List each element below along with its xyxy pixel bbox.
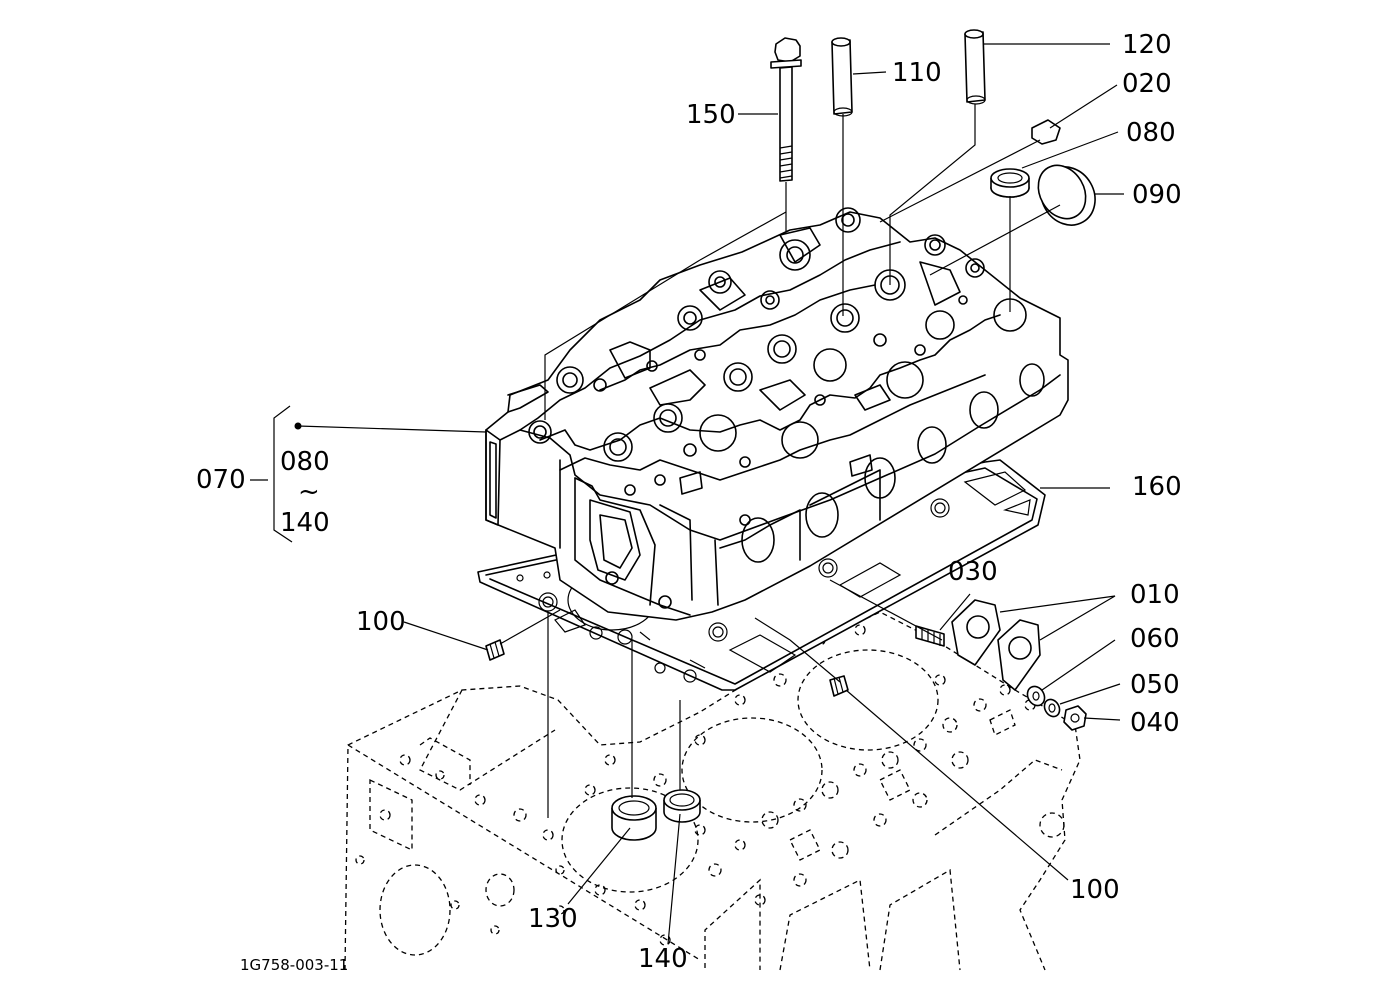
callout-080: 080	[1126, 118, 1176, 148]
dowel-pin-left	[485, 639, 505, 661]
callout-100-right: 100	[1070, 875, 1120, 905]
callout-120: 120	[1122, 30, 1172, 60]
leader-lines	[250, 43, 1124, 945]
callout-050: 050	[1130, 670, 1180, 700]
callout-140: 140	[638, 944, 688, 974]
callout-160: 160	[1132, 472, 1182, 502]
callout-060: 060	[1130, 624, 1180, 654]
head-bolt	[770, 37, 802, 182]
callout-150: 150	[686, 100, 736, 130]
callout-100-left: 100	[356, 607, 406, 637]
callout-040: 040	[1130, 708, 1180, 738]
callout-020: 020	[1122, 69, 1172, 99]
callout-110: 110	[892, 58, 942, 88]
washer-060	[1026, 685, 1046, 707]
callout-070: 070	[196, 465, 246, 495]
callout-070-range-from: 080	[280, 447, 330, 477]
stud-030	[915, 625, 945, 647]
engine-hooks-010	[951, 599, 1041, 691]
callout-070-range-tilde: ~	[298, 477, 320, 507]
seal-080	[990, 168, 1030, 198]
seal-140	[663, 789, 701, 823]
callout-030: 030	[948, 557, 998, 587]
plug-090	[1037, 164, 1096, 226]
valve-guide-120	[964, 29, 986, 105]
callout-130: 130	[528, 904, 578, 934]
cylinder-block	[344, 611, 1081, 971]
cylinder-head	[485, 207, 1069, 621]
seal-130	[611, 795, 657, 841]
valve-guide-110	[831, 37, 853, 117]
assembly-lines	[499, 104, 1061, 818]
callout-070-range-to: 140	[280, 508, 330, 538]
nut-040	[1063, 705, 1087, 731]
dowel-pin-right	[829, 675, 849, 697]
callout-090: 090	[1132, 180, 1182, 210]
lock-washer-050	[1043, 698, 1061, 718]
callout-labels: 120 110 020 150 080 090 070 080 ~ 140 16…	[196, 30, 1182, 974]
callout-010: 010	[1130, 580, 1180, 610]
drawing-code: 1G758-003-11	[240, 956, 348, 974]
